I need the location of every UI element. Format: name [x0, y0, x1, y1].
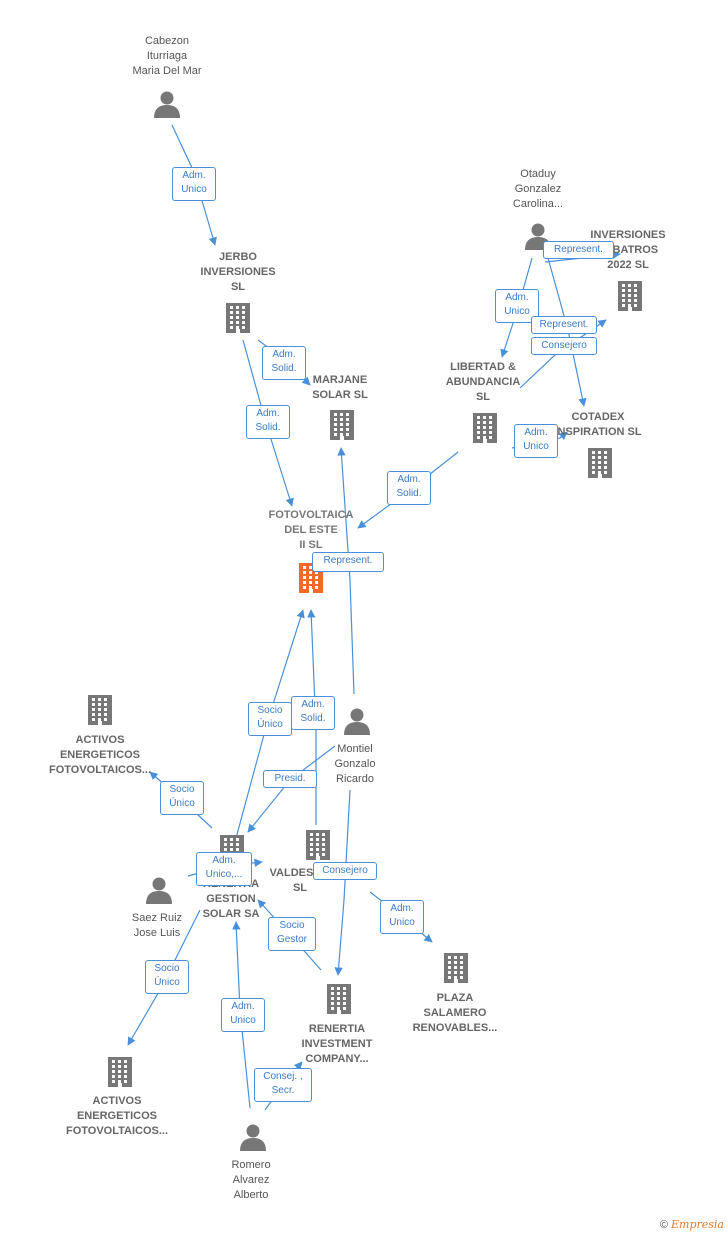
building-icon[interactable]	[615, 279, 645, 318]
edge-valdesc-to-fotovoltaica	[307, 609, 317, 825]
edge-label-otaduy-to-albatros[interactable]: Represent.	[543, 241, 614, 259]
building-icon[interactable]	[85, 693, 115, 732]
building-icon[interactable]	[327, 408, 357, 447]
footer: © Empresia	[660, 1218, 724, 1231]
building-icon[interactable]	[324, 982, 354, 1021]
building-icon[interactable]	[585, 446, 615, 485]
node-romero[interactable]: Romero Alvarez Alberto	[181, 1158, 321, 1203]
edge-label-renertia_gestion-to-fotovoltaica[interactable]: Socio Único	[248, 702, 292, 736]
edge-label-saez-to-activos2[interactable]: Socio Único	[145, 960, 189, 994]
node-label-renertia_inv[interactable]: RENERTIA INVESTMENT COMPANY...	[301, 1023, 373, 1065]
edge-label-jerbo-to-fotovoltaica[interactable]: Adm. Solid.	[246, 405, 290, 439]
edge-label-otaduy-to-cotadex[interactable]: Consejero	[531, 337, 597, 355]
edge-label-libertad-to-albatros[interactable]: Represent.	[531, 316, 597, 334]
node-otaduy[interactable]: Otaduy Gonzalez Carolina...	[468, 167, 608, 212]
node-label-cabezon[interactable]: Cabezon Iturriaga Maria Del Mar	[132, 35, 202, 77]
edge-label-romero-to-renertia_inv[interactable]: Consej. , Secr.	[254, 1068, 312, 1102]
edge-label-montiel-to-marjane[interactable]: Represent.	[312, 552, 384, 572]
node-label-jerbo[interactable]: JERBO INVERSIONES SL	[200, 251, 276, 293]
node-activos1[interactable]: ACTIVOS ENERGETICOS FOTOVOLTAICOS...	[30, 733, 170, 778]
node-montiel[interactable]: Montiel Gonzalo Ricardo	[285, 742, 425, 787]
person-icon[interactable]	[238, 1122, 268, 1157]
building-icon[interactable]	[303, 828, 333, 867]
node-label-romero[interactable]: Romero Alvarez Alberto	[231, 1159, 271, 1201]
node-marjane[interactable]: MARJANE SOLAR SL	[270, 373, 410, 403]
node-label-saez[interactable]: Saez Ruiz Jose Luis	[131, 912, 183, 939]
edge-label-renertia_gestion-to-activos1[interactable]: Socio Único	[160, 781, 204, 815]
person-icon[interactable]	[152, 89, 182, 124]
node-renertia_inv[interactable]: RENERTIA INVESTMENT COMPANY...	[267, 1022, 407, 1067]
edge-montiel-to-marjane	[337, 447, 355, 695]
node-jerbo[interactable]: JERBO INVERSIONES SL	[168, 250, 308, 295]
node-plaza[interactable]: PLAZA SALAMERO RENOVABLES...	[385, 991, 525, 1036]
building-icon[interactable]	[441, 951, 471, 990]
node-fotovoltaica[interactable]: FOTOVOLTAICA DEL ESTE II SL	[241, 508, 381, 553]
node-label-activos2[interactable]: ACTIVOS ENERGETICOS FOTOVOLTAICOS...	[65, 1095, 169, 1137]
copyright-symbol: ©	[659, 1219, 668, 1231]
edge-label-renertia_inv-to-renertia_gestion[interactable]: Socio Gestor	[268, 917, 316, 951]
edge-label-jerbo-to-marjane[interactable]: Adm. Solid.	[262, 346, 306, 380]
node-label-plaza[interactable]: PLAZA SALAMERO RENOVABLES...	[412, 992, 498, 1034]
edge-label-saez-to-renertia_gestion[interactable]: Adm. Unico,...	[196, 852, 252, 886]
node-cabezon[interactable]: Cabezon Iturriaga Maria Del Mar	[97, 34, 237, 79]
edge-montiel-to-renertia_inv	[334, 789, 351, 976]
node-label-cotadex[interactable]: COTADEX INSPIRATION SL	[554, 411, 642, 438]
node-label-marjane[interactable]: MARJANE SOLAR SL	[312, 374, 368, 401]
edge-label-montiel-to-plaza[interactable]: Adm. Unico	[380, 900, 424, 934]
edge-label-cabezon-to-jerbo[interactable]: Adm. Unico	[172, 167, 216, 201]
edge-label-valdesc-to-fotovoltaica[interactable]: Adm. Solid.	[291, 696, 335, 730]
node-saez[interactable]: Saez Ruiz Jose Luis	[87, 911, 227, 941]
edge-label-libertad-to-cotadex[interactable]: Adm. Unico	[514, 424, 558, 458]
building-icon[interactable]	[223, 301, 253, 340]
node-label-montiel[interactable]: Montiel Gonzalo Ricardo	[334, 743, 376, 785]
edge-label-romero-to-renertia_gestion[interactable]: Adm. Unico	[221, 998, 265, 1032]
building-icon[interactable]	[105, 1055, 135, 1094]
edge-label-montiel-to-renertia_inv[interactable]: Consejero	[313, 862, 377, 880]
empresia-logo[interactable]: Empresia	[671, 1218, 724, 1231]
node-label-fotovoltaica[interactable]: FOTOVOLTAICA DEL ESTE II SL	[268, 509, 354, 551]
building-icon[interactable]	[470, 411, 500, 450]
edge-label-libertad-to-fotovoltaica[interactable]: Adm. Solid.	[387, 471, 431, 505]
node-activos2[interactable]: ACTIVOS ENERGETICOS FOTOVOLTAICOS...	[47, 1094, 187, 1139]
node-label-activos1[interactable]: ACTIVOS ENERGETICOS FOTOVOLTAICOS...	[48, 734, 152, 776]
edge-label-montiel-to-renertia_gestion[interactable]: Presid.	[263, 770, 317, 788]
node-label-otaduy[interactable]: Otaduy Gonzalez Carolina...	[512, 168, 564, 210]
node-libertad[interactable]: LIBERTAD & ABUNDANCIA SL	[413, 360, 553, 405]
node-cotadex[interactable]: COTADEX INSPIRATION SL	[528, 410, 668, 440]
person-icon[interactable]	[144, 875, 174, 910]
node-label-libertad[interactable]: LIBERTAD & ABUNDANCIA SL	[445, 361, 521, 403]
person-icon[interactable]	[342, 706, 372, 741]
